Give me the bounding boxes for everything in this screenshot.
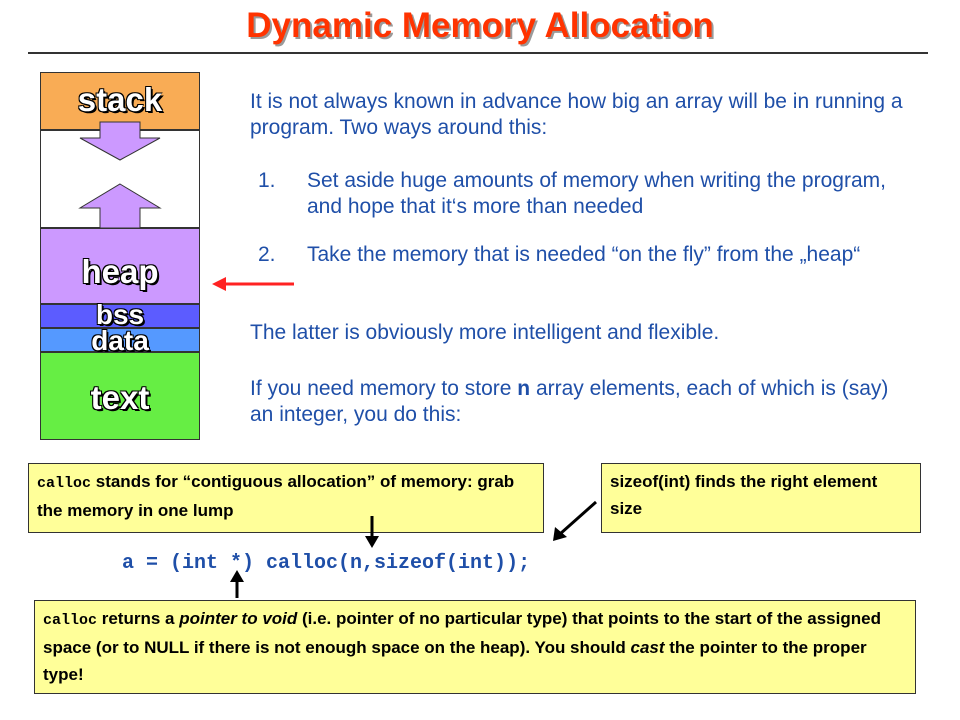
data-segment: data [40, 325, 200, 356]
var-n: n [517, 377, 531, 400]
option-1: 1. Set aside huge amounts of memory when… [258, 168, 908, 220]
title-divider [28, 52, 928, 54]
page-title: Dynamic Memory Allocation [246, 6, 714, 45]
calloc-code: calloc [43, 612, 98, 629]
heap-pointer-arrow [212, 277, 294, 291]
calloc-meaning-note: calloc stands for “contiguous allocation… [28, 463, 544, 533]
bss-label: bss [95, 299, 145, 330]
data-label: data [91, 325, 149, 356]
text-segment: text [40, 352, 200, 440]
calloc-code-line: a = (int *) calloc(n,sizeof(int)); [122, 552, 531, 575]
intro-text: It is not always known in advance how bi… [250, 90, 903, 139]
latter-text: The latter is obviously more intelligent… [250, 321, 720, 344]
growth-arrows [78, 121, 162, 229]
stack-label: stack [77, 81, 163, 118]
heap-label: heap [81, 253, 159, 290]
option-number: 2. [258, 243, 276, 266]
option-2: 2. Take the memory that is needed “on th… [258, 242, 908, 268]
sizeof-note-arrow [553, 500, 597, 541]
stack-grows-down-arrow [79, 121, 161, 161]
heap-grows-up-arrow [78, 183, 162, 229]
bss-segment: bss [40, 299, 200, 330]
option-text: Take the memory that is needed “on the f… [307, 243, 861, 266]
stack-segment: stack [40, 72, 200, 130]
calloc-return-note: calloc returns a pointer to void (i.e. p… [34, 600, 916, 694]
text-label: text [90, 379, 150, 416]
heap-segment: heap [40, 228, 200, 304]
need-text: If you need memory to store n array elem… [250, 377, 889, 426]
calloc-code: calloc [37, 475, 92, 492]
sizeof-note: sizeof(int) finds the right element size [601, 463, 921, 533]
option-number: 1. [258, 169, 276, 192]
option-text: Set aside huge amounts of memory when wr… [307, 169, 886, 218]
